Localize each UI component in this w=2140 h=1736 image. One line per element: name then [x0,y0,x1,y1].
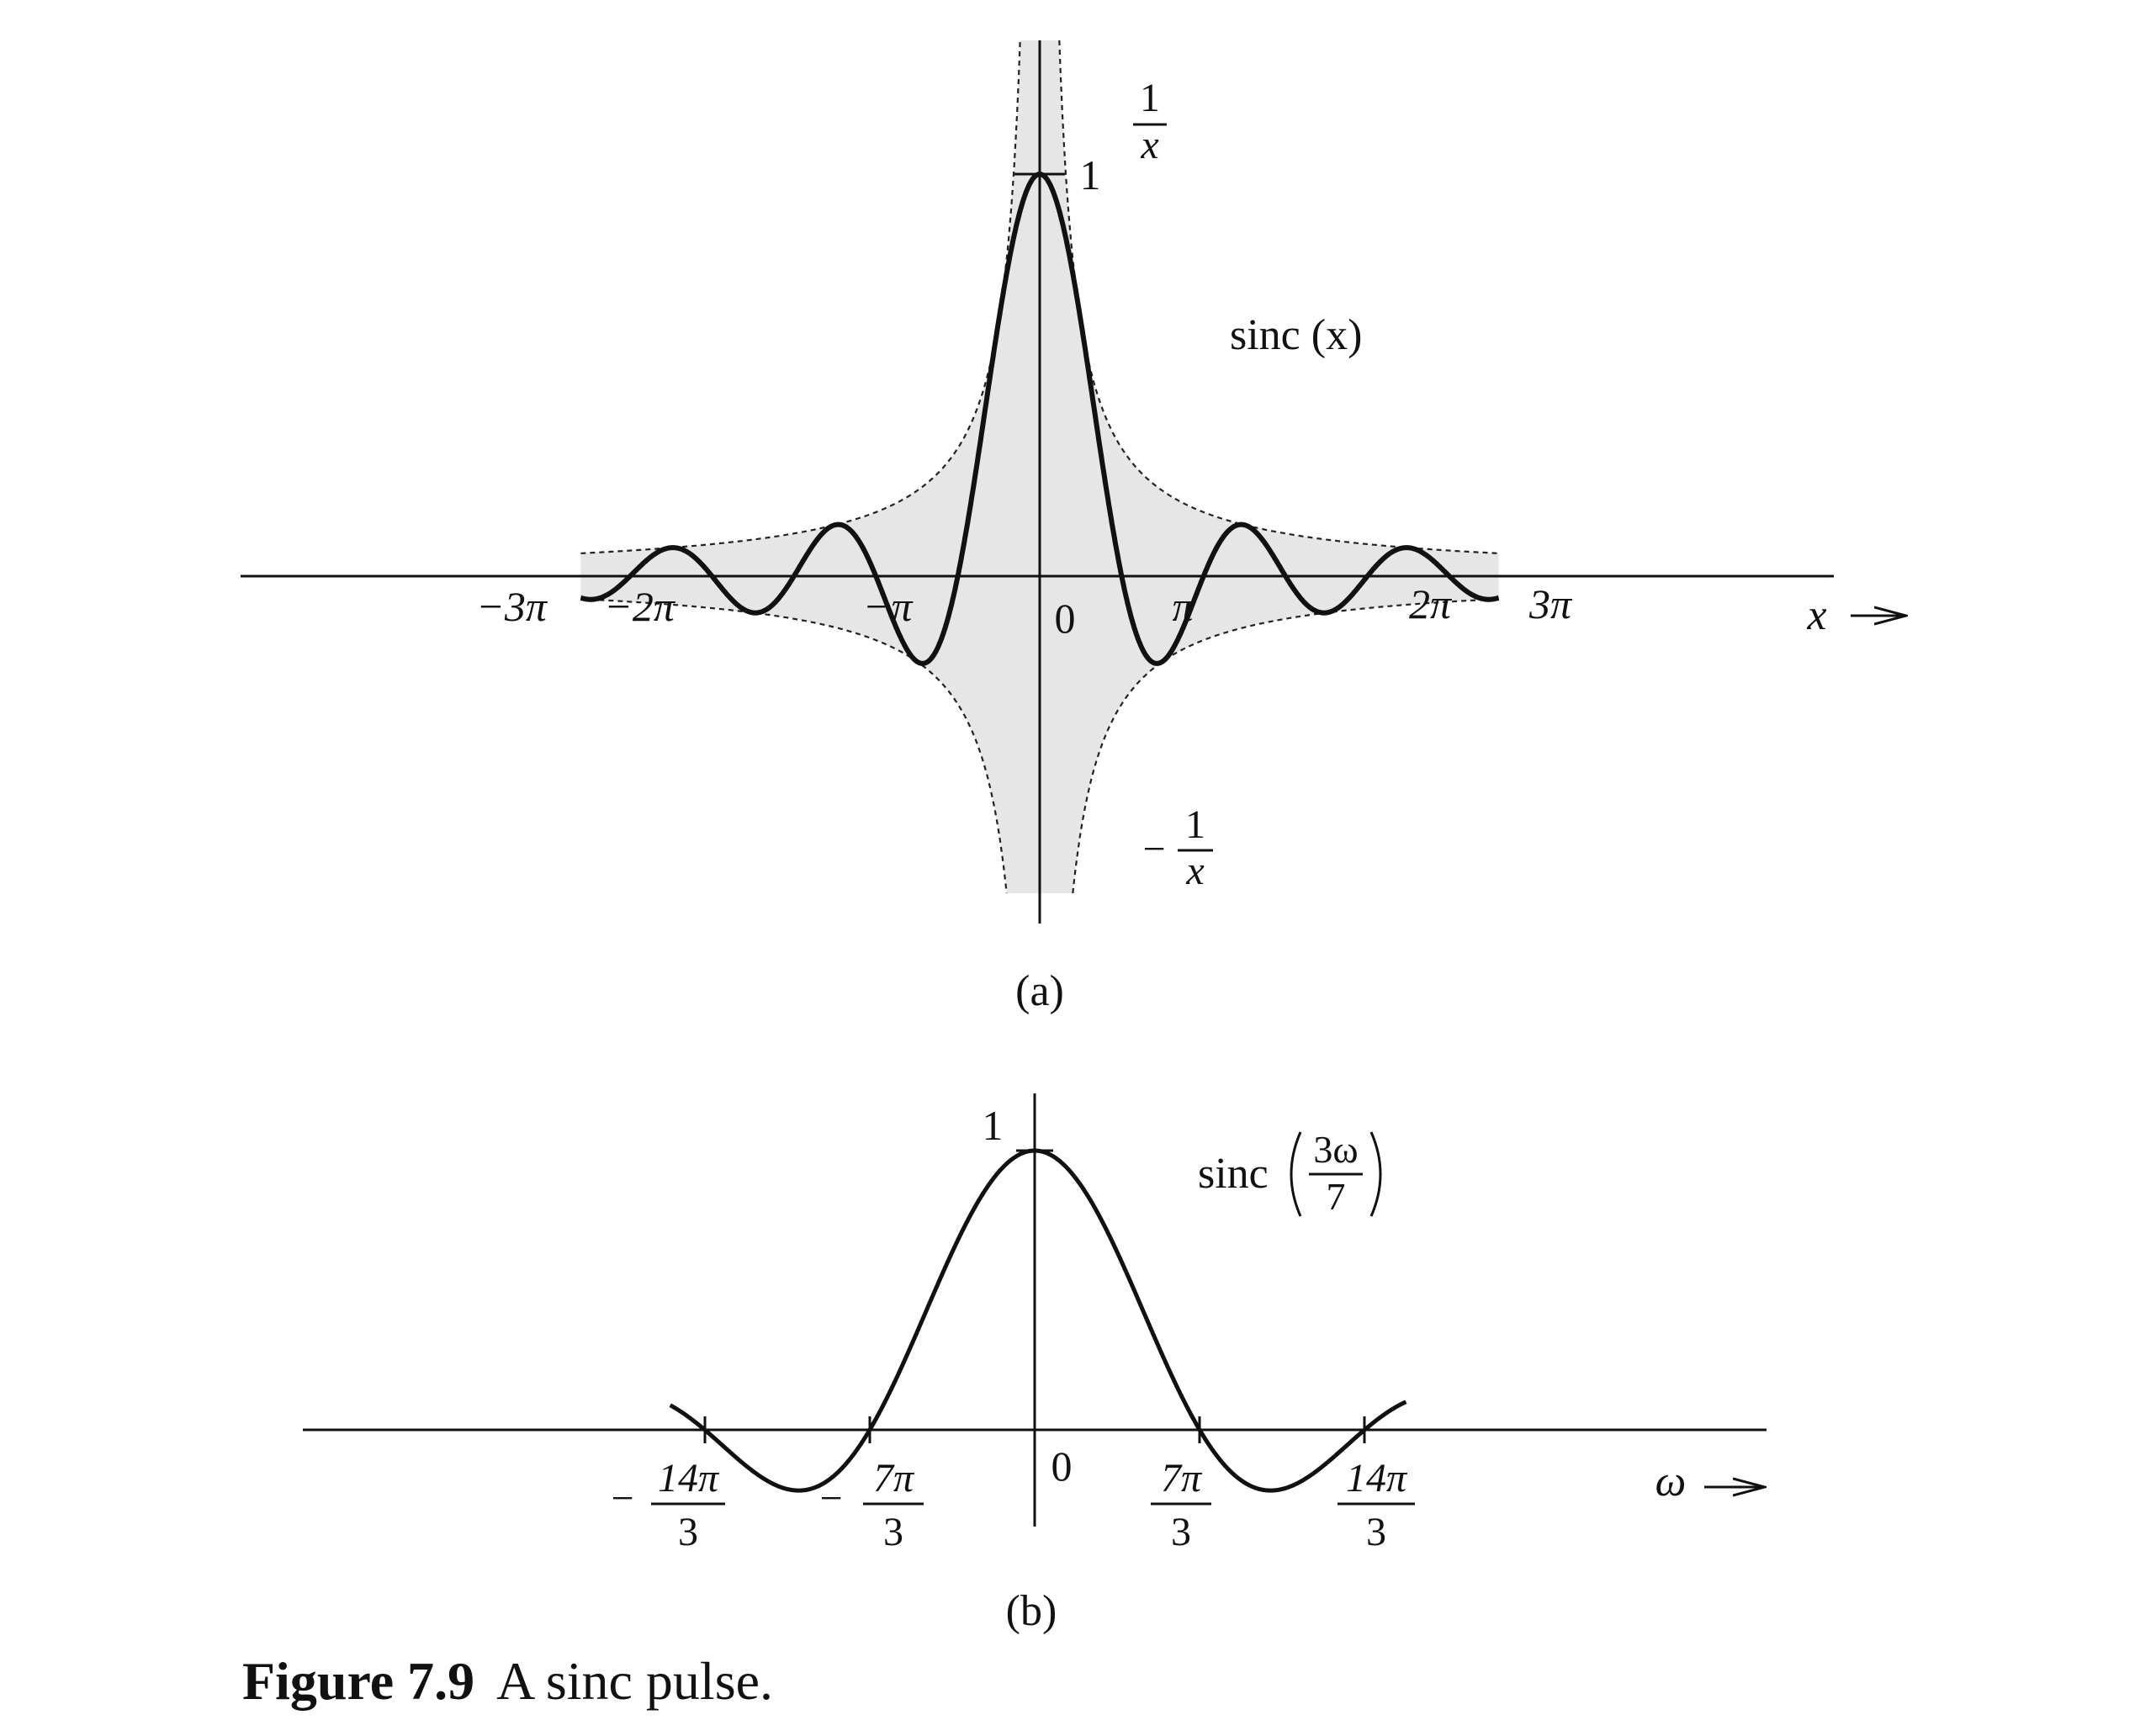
svg-text:sinc: sinc [1198,1150,1269,1198]
label-neg-one-over-x: − 1 x [1142,802,1213,893]
svg-text:3: 3 [883,1510,903,1554]
panel-label-a: (a) [1015,967,1064,1015]
caption-number: Figure 7.9 [242,1651,475,1711]
x-tick-label-neg-pi: −π [863,583,914,630]
svg-text:x: x [1140,123,1158,167]
svg-text:14π: 14π [658,1456,720,1500]
label-sinc-x: sinc (x) [1230,311,1362,359]
x-axis-label: ω [1655,1458,1687,1506]
y-tick-label-one: 1 [983,1102,1004,1149]
x-tick-label-7pi-3: 7π 3 [1151,1456,1211,1554]
x-tick-label-neg-2pi: −2π [604,583,676,630]
x-tick-label-neg-7pi-3: − 7π 3 [819,1456,924,1554]
x-axis-label: x [1806,591,1826,639]
negative-envelope-curve [580,598,1499,894]
svg-text:sinc (x): sinc (x) [1230,311,1362,359]
figure-caption: Figure 7.9 A sinc pulse. [242,1650,773,1712]
sinc-curve [579,172,1501,666]
svg-text:7: 7 [1327,1175,1346,1218]
label-sinc-3omega-over-7: sinc 3ω 7 [1198,1128,1382,1218]
svg-text:7π: 7π [1161,1456,1203,1500]
svg-text:1: 1 [1140,76,1160,120]
x-tick-label-14pi-3: 14π 3 [1338,1456,1415,1554]
svg-text:3ω: 3ω [1313,1128,1358,1171]
x-tick-label-zero: 0 [1055,595,1076,642]
x-tick-label-3pi: 3π [1528,580,1573,627]
x-tick-label-pi: π [1172,583,1194,630]
x-tick-label-2pi: 2π [1409,580,1453,627]
y-tick-label-one: 1 [1080,151,1101,198]
svg-text:x: x [1185,849,1204,893]
scaled-sinc-curve [668,1148,1408,1493]
panel-b-scaled-sinc-chart: 1 − 14π 3 − 7π 3 0 7π 3 14π 3 ω sinc [303,1093,1767,1635]
x-tick-label-neg-14pi-3: − 14π 3 [611,1456,725,1554]
panel-a-sinc-chart: −3π −2π −π 0 π 2π 3π 1 x sinc (x) 1 x − … [241,40,1906,1015]
svg-text:−: − [819,1476,842,1521]
label-one-over-x: 1 x [1133,76,1167,167]
x-tick-label-zero: 0 [1051,1442,1073,1490]
svg-text:14π: 14π [1346,1456,1408,1500]
panel-label-b: (b) [1006,1587,1057,1635]
svg-text:3: 3 [1366,1510,1386,1554]
x-tick-label-neg-3pi: −3π [476,583,548,630]
svg-text:−: − [1142,827,1165,871]
svg-text:3: 3 [1171,1510,1191,1554]
svg-text:−: − [611,1476,633,1521]
svg-text:7π: 7π [873,1456,915,1500]
caption-text: A sinc pulse. [496,1651,773,1711]
svg-text:3: 3 [678,1510,698,1554]
svg-text:1: 1 [1185,802,1205,847]
